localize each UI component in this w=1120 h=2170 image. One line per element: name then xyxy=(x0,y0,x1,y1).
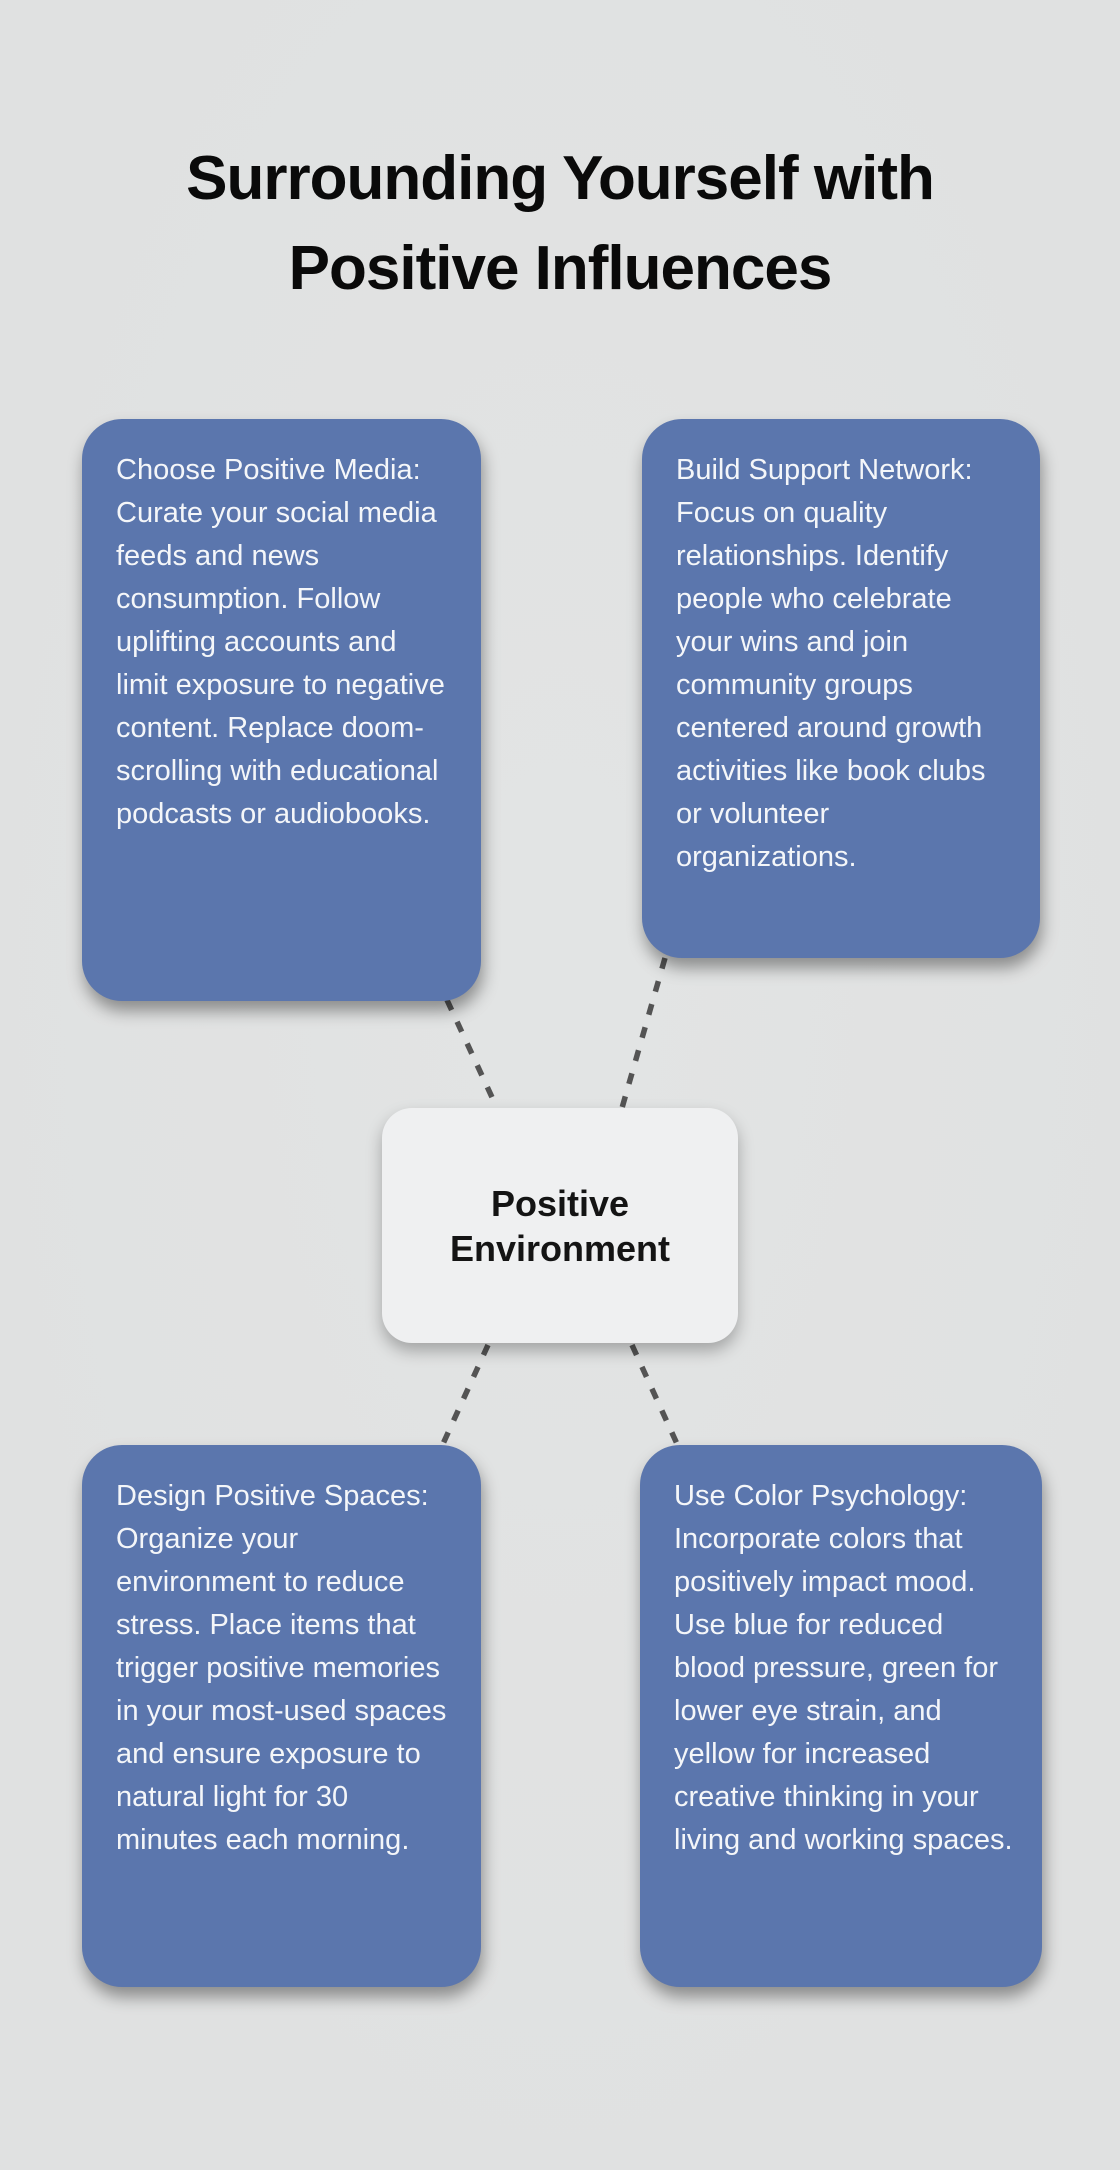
connector-top-left xyxy=(444,998,500,1110)
branch-box-build-support-network: Build Support Network: Focus on quality … xyxy=(642,419,1040,958)
center-node: Positive Environment xyxy=(382,1108,738,1343)
branch-text-use-color-psychology: Use Color Psychology: Incorporate colors… xyxy=(674,1480,1013,1856)
branch-text-choose-positive-media: Choose Positive Media: Curate your socia… xyxy=(116,454,445,830)
branch-box-choose-positive-media: Choose Positive Media: Curate your socia… xyxy=(82,419,481,1001)
connector-bottom-right xyxy=(629,1343,681,1448)
center-node-label: Positive Environment xyxy=(449,1182,671,1269)
branch-box-use-color-psychology: Use Color Psychology: Incorporate colors… xyxy=(640,1445,1042,1987)
branch-text-build-support-network: Build Support Network: Focus on quality … xyxy=(676,454,986,873)
branch-box-design-positive-spaces: Design Positive Spaces: Organize your en… xyxy=(82,1445,481,1987)
page-title: Surrounding Yourself with Positive Influ… xyxy=(186,143,935,303)
branch-text-design-positive-spaces: Design Positive Spaces: Organize your en… xyxy=(116,1480,447,1856)
connector-top-right xyxy=(619,957,668,1109)
connector-bottom-left xyxy=(439,1343,491,1448)
